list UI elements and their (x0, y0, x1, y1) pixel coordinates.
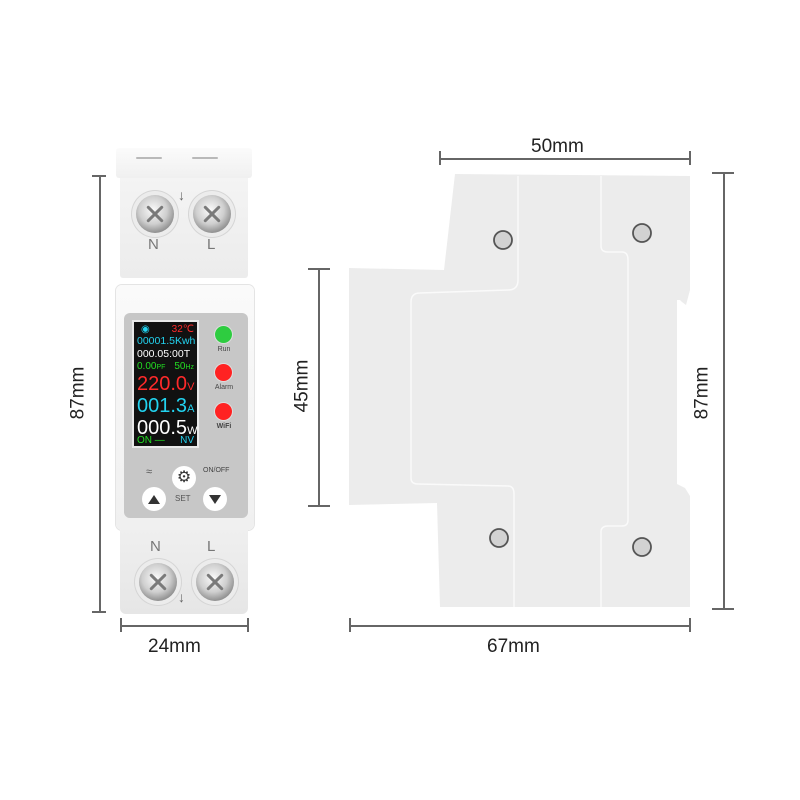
wifi-icon: ≈ (146, 466, 153, 478)
screw-l-bottom (196, 563, 234, 601)
down-button[interactable] (203, 487, 227, 511)
mounting-hole (493, 230, 513, 250)
voltage-value: 220.0 (137, 373, 188, 395)
dim-line-side-full (723, 172, 725, 609)
arrow-down-icon: ↓ (178, 187, 185, 203)
dim-line-side-bottom (349, 625, 690, 627)
arrow-down-icon (209, 494, 221, 504)
dim-tick (689, 151, 691, 165)
current-unit: A (187, 403, 195, 415)
lcd-display: ◉ 32℃ 00001.5Kwh 000.05:00T 0.00PF 50Hz … (132, 320, 199, 448)
energy-value: 00001.5 (137, 335, 175, 347)
status-right: NV (180, 435, 194, 446)
onoff-label: ON/OFF (203, 467, 230, 474)
top-lip (116, 148, 252, 178)
screw-n-bottom (139, 563, 177, 601)
dim-line-front-width (120, 625, 248, 627)
dim-line-front-height (99, 175, 101, 612)
status-left: ON — (137, 435, 165, 446)
run-led (215, 326, 232, 343)
set-label: SET (175, 494, 191, 503)
terminal-label: L (207, 236, 216, 253)
temperature: 32℃ (171, 324, 194, 335)
gear-icon: ⚙ (176, 469, 192, 486)
mounting-hole (489, 528, 509, 548)
screw-l-top (193, 195, 231, 233)
dim-tick (712, 608, 734, 610)
dim-line-side-mid (318, 268, 320, 505)
current-value: 001.3 (137, 395, 188, 417)
terminal-label: N (150, 538, 161, 555)
run-label: Run (217, 346, 231, 353)
slot (192, 157, 218, 159)
power-value: 000.5 (137, 417, 188, 439)
voltage-unit: V (187, 381, 195, 393)
side-bottom-width-label: 67mm (487, 636, 540, 657)
up-button[interactable] (142, 487, 166, 511)
side-full-height-label: 87mm (691, 366, 713, 420)
screw-n-top (136, 195, 174, 233)
side-mid-height-label: 45mm (291, 359, 313, 413)
dim-line-side-top (439, 158, 690, 160)
terminal-label: N (148, 236, 159, 253)
arrow-up-icon (148, 494, 160, 504)
pf-unit: PF (156, 364, 166, 371)
power-unit: W (187, 425, 198, 437)
set-button[interactable]: ⚙ (172, 466, 196, 490)
mounting-hole (632, 537, 652, 557)
terminal-label: L (207, 538, 216, 555)
mounting-hole (632, 223, 652, 243)
pf-value: 0.00 (137, 361, 157, 372)
alarm-led (215, 364, 232, 381)
wifi-led (215, 403, 232, 420)
dim-tick (92, 611, 106, 613)
time-value: 000.05:00T (137, 348, 191, 360)
side-top-width-label: 50mm (531, 136, 584, 157)
wifi-icon: ◉ (141, 324, 150, 335)
dim-tick (689, 618, 691, 632)
wifi-label: WiFi (216, 423, 232, 430)
dim-tick (308, 505, 330, 507)
alarm-label: Alarm (214, 384, 234, 391)
frequency-unit: Hz (185, 364, 194, 371)
front-width-label: 24mm (148, 636, 201, 657)
arrow-down-icon: ↓ (178, 589, 185, 605)
energy-unit: Kwh (174, 335, 196, 347)
slot (136, 157, 162, 159)
dim-tick (247, 618, 249, 632)
frequency-value: 50 (174, 361, 186, 372)
